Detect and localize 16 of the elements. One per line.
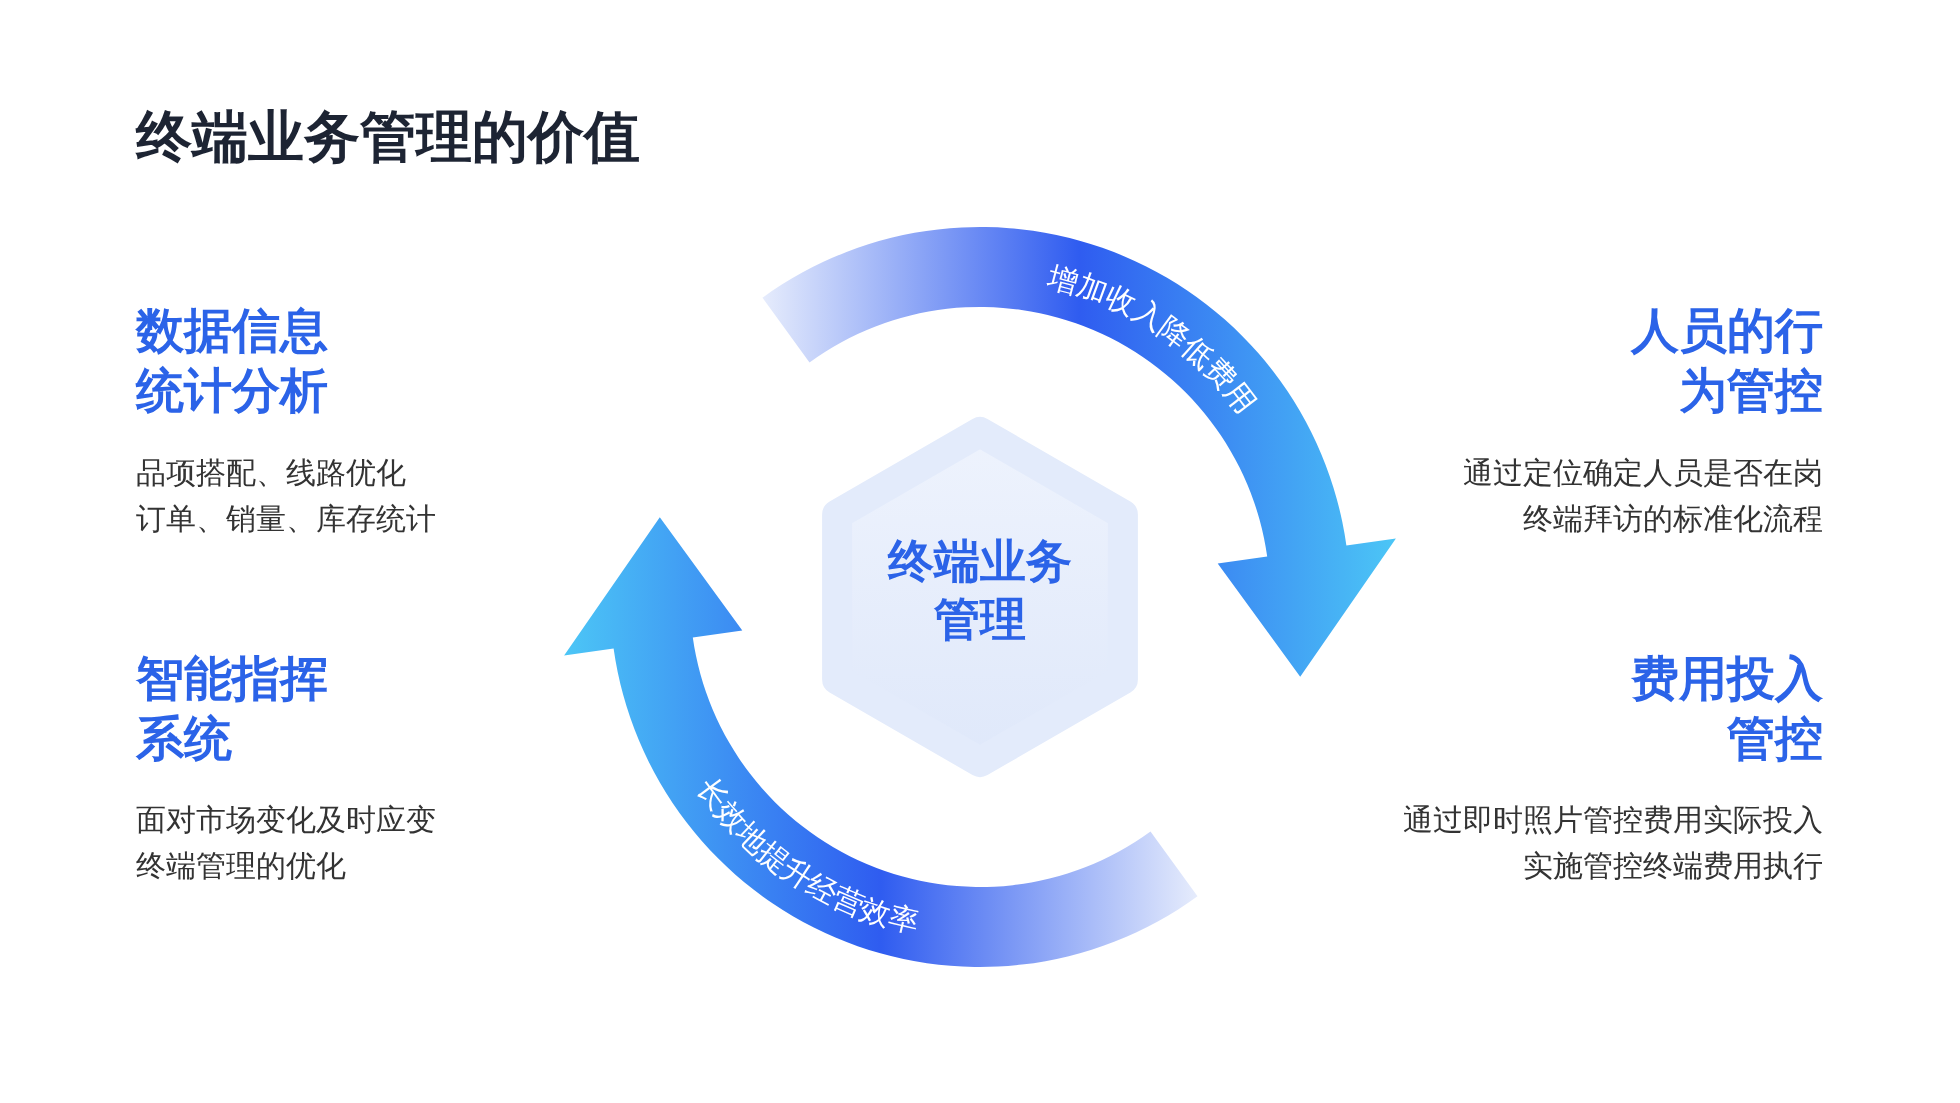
section-heading: 人员的行为管控: [1629, 301, 1823, 420]
description-text: 订单、销量、库存统计: [136, 500, 436, 538]
description-text: 实施管控终端费用执行: [1523, 847, 1823, 885]
description-text: 通过即时照片管控费用实际投入: [1403, 801, 1823, 839]
description-text: 终端管理的优化: [136, 847, 346, 885]
description-text: 品项搭配、线路优化: [136, 454, 406, 492]
arrow-label: 增加收入降低费用: [1044, 258, 1264, 420]
center-label: 终端业务管理: [886, 533, 1073, 648]
section-heading: 智能指挥系统: [136, 649, 329, 768]
arrow-label: 长效地提升经营效率: [690, 771, 923, 941]
section-heading: 数据信息统计分析: [136, 301, 329, 420]
description-text: 通过定位确定人员是否在岗: [1463, 454, 1823, 492]
description-text: 面对市场变化及时应变: [136, 801, 436, 839]
page-title: 终端业务管理的价值: [136, 103, 640, 171]
section-heading: 费用投入管控: [1630, 649, 1823, 768]
description-text: 终端拜访的标准化流程: [1523, 500, 1823, 538]
